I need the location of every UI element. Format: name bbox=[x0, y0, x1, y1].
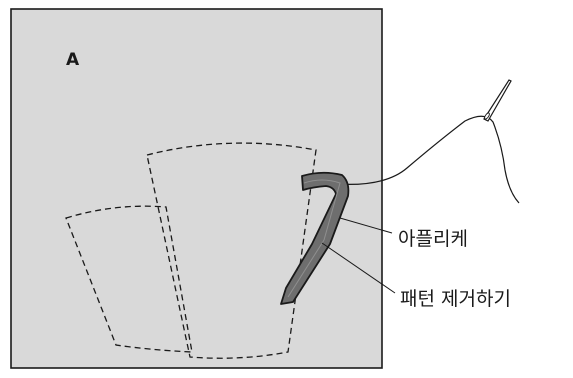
pattern-piece-right bbox=[146, 142, 317, 359]
applique-leader-line bbox=[339, 217, 393, 234]
remove-pattern-label: 패턴 제거하기 bbox=[400, 288, 511, 310]
panel-letter: A bbox=[66, 50, 80, 70]
fabric-panel bbox=[10, 8, 383, 369]
pattern-piece-left bbox=[65, 205, 193, 353]
applique-strip bbox=[280, 171, 350, 305]
remove-pattern-leader-line bbox=[321, 242, 396, 294]
thread-line bbox=[335, 115, 520, 204]
applique-label: 아플리케 bbox=[398, 228, 468, 250]
needle-icon bbox=[483, 79, 512, 122]
applique-highlight bbox=[287, 179, 341, 298]
